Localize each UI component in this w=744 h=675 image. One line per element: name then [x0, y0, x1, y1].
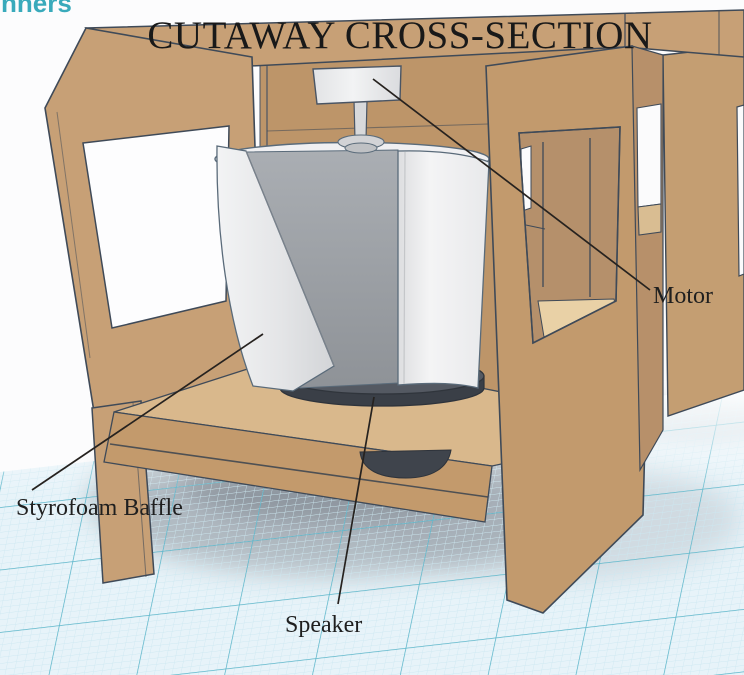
motor-label: Motor — [653, 283, 713, 309]
right-panel[interactable] — [485, 45, 664, 614]
baffle-right-wall — [397, 150, 490, 389]
diagram-title: CUTAWAY CROSS-SECTION — [147, 14, 652, 57]
watermark-text: nners — [1, 0, 72, 18]
styrofoam-baffle-label: Styrofoam Baffle — [16, 495, 183, 521]
baffle-cut-wedge — [216, 145, 335, 392]
right-outer-panel[interactable] — [662, 45, 744, 417]
motor-shaft — [353, 99, 368, 141]
right-panel-side-face — [631, 45, 664, 473]
left-panel[interactable] — [44, 27, 263, 584]
styrofoam-baffle[interactable] — [214, 134, 490, 392]
motor-leader-line — [372, 78, 651, 291]
baffle-leader-line — [31, 333, 264, 491]
side-window-slot — [636, 103, 662, 208]
shaft-collar-lower — [344, 142, 378, 154]
outer-panel-window-slot — [736, 104, 744, 277]
motor[interactable] — [312, 65, 402, 141]
speaker-label: Speaker — [285, 612, 362, 638]
left-panel-window — [82, 125, 230, 329]
motor-body — [312, 65, 402, 105]
speaker-magnet-bump — [359, 449, 452, 479]
speaker-leader-line — [337, 396, 375, 605]
annotation-leader-lines — [31, 78, 651, 605]
